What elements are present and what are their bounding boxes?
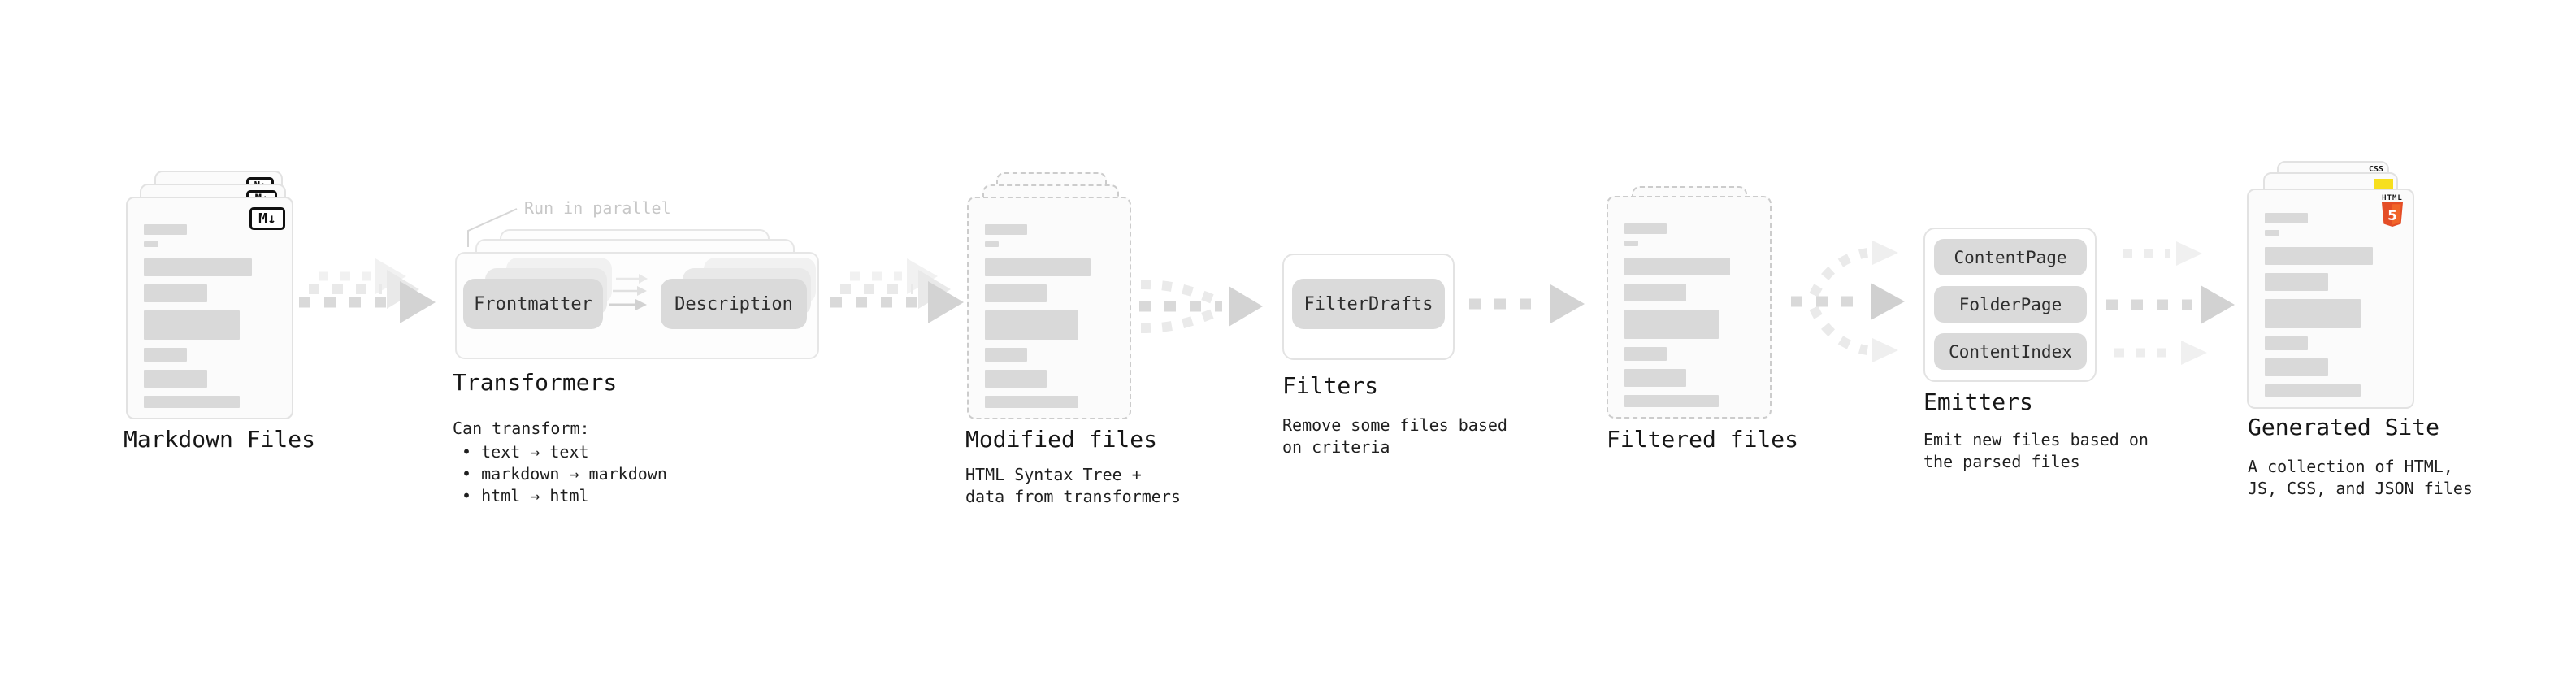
generated-site-subtitle-2: JS, CSS, and JSON files — [2248, 479, 2473, 498]
transformers-bullet-3: • html → html — [462, 486, 589, 505]
placeholder-line — [985, 258, 1091, 276]
stage-title-generated-site: Generated Site — [2248, 414, 2440, 440]
placeholder-line — [144, 224, 188, 235]
placeholder-line — [985, 241, 1000, 247]
placeholder-line — [2265, 299, 2361, 328]
placeholder-line — [1624, 284, 1687, 301]
placeholder-line — [985, 224, 1028, 235]
transformers-note-heading: Can transform: — [453, 419, 590, 438]
arrow-filtered-to-emitters — [1791, 241, 1905, 362]
placeholder-line — [985, 396, 1079, 408]
emitters-subtitle-1: Emit new files based on — [1923, 430, 2149, 449]
filters-card: FilterDrafts — [1282, 254, 1455, 360]
arrow-markdown-to-transformers — [299, 258, 436, 323]
markdown-icon: M↓ — [249, 207, 285, 230]
svg-text:5: 5 — [2387, 208, 2397, 224]
transformers-bullet-1: • text → text — [462, 442, 589, 462]
frontmatter-pill: Frontmatter — [463, 279, 603, 329]
placeholder-line — [1624, 241, 1639, 246]
description-pill: Description — [661, 279, 807, 329]
placeholder-line — [2265, 247, 2373, 265]
contentpage-pill: ContentPage — [1934, 239, 2087, 275]
filtered-file-card-front — [1607, 196, 1772, 419]
placeholder-line — [1624, 258, 1731, 275]
generated-file-card-front: HTML 5 — [2247, 189, 2414, 409]
placeholder-line — [144, 396, 241, 408]
filterdrafts-pill: FilterDrafts — [1292, 279, 1445, 329]
placeholder-line — [1624, 395, 1720, 407]
placeholder-line — [985, 370, 1047, 388]
placeholder-line — [2265, 230, 2279, 236]
placeholder-line — [144, 348, 188, 362]
file-placeholder-lines — [144, 224, 275, 408]
placeholder-line — [985, 348, 1028, 362]
contentindex-pill: ContentIndex — [1934, 333, 2087, 370]
modified-files-subtitle-1: HTML Syntax Tree + — [965, 465, 1142, 484]
markdown-file-card-front: M↓ — [126, 197, 293, 419]
arrow-transformers-to-modified — [830, 258, 964, 323]
html5-shield-icon: 5 — [2382, 202, 2403, 227]
placeholder-line — [144, 370, 207, 388]
placeholder-line — [144, 310, 241, 340]
stage-title-filtered-files: Filtered files — [1607, 426, 1799, 453]
filters-subtitle-1: Remove some files based — [1282, 415, 1507, 435]
emitters-card: ContentPage FolderPage ContentIndex — [1923, 228, 2097, 382]
placeholder-line — [1624, 369, 1687, 387]
stage-title-modified-files: Modified files — [965, 426, 1158, 453]
arrow-emitters-to-generated — [2106, 241, 2235, 365]
placeholder-line — [2265, 336, 2309, 350]
placeholder-line — [144, 258, 252, 276]
arrow-filters-to-filtered — [1469, 284, 1585, 323]
modified-files-subtitle-2: data from transformers — [965, 487, 1181, 506]
stage-title-markdown-files: Markdown Files — [124, 426, 316, 453]
placeholder-line — [985, 284, 1047, 302]
placeholder-line — [1624, 347, 1667, 361]
placeholder-line — [144, 284, 207, 302]
placeholder-line — [2265, 358, 2328, 376]
stage-title-transformers: Transformers — [453, 369, 618, 396]
stage-title-emitters: Emitters — [1923, 388, 2033, 415]
modified-file-card-front — [967, 197, 1131, 419]
placeholder-line — [985, 310, 1079, 340]
placeholder-line — [2265, 213, 2309, 223]
emitters-subtitle-2: the parsed files — [1923, 452, 2080, 471]
file-placeholder-lines — [985, 224, 1113, 408]
javascript-icon — [2374, 179, 2393, 189]
stage-title-filters: Filters — [1282, 372, 1379, 399]
transformers-bullet-2: • markdown → markdown — [462, 464, 667, 484]
placeholder-line — [2265, 384, 2361, 397]
file-placeholder-lines — [2265, 213, 2396, 397]
placeholder-line — [1624, 310, 1720, 339]
placeholder-line — [144, 241, 158, 247]
html5-icon: HTML 5 — [2381, 194, 2404, 230]
folderpage-pill: FolderPage — [1934, 286, 2087, 323]
run-in-parallel-annotation: Run in parallel — [524, 198, 671, 218]
filters-subtitle-2: on criteria — [1282, 437, 1390, 457]
placeholder-line — [2265, 273, 2328, 291]
file-placeholder-lines — [1624, 223, 1754, 407]
generated-site-subtitle-1: A collection of HTML, — [2248, 457, 2453, 476]
arrow-modified-to-filters — [1139, 280, 1263, 333]
placeholder-line — [1624, 223, 1667, 234]
